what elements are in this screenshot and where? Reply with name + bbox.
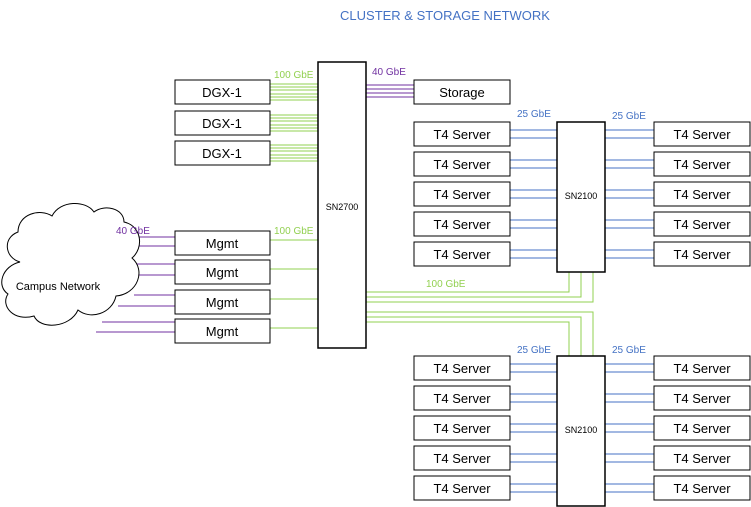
- t4-server: T4 Server: [653, 415, 751, 441]
- leaf-switch-bottom: SN2100: [556, 355, 606, 507]
- cloud-label: Campus Network: [16, 281, 101, 293]
- t4-server: T4 Server: [653, 241, 751, 267]
- speed-storage-label: 40 GbE: [372, 67, 406, 78]
- t4-server: T4 Server: [413, 121, 511, 147]
- campus-network-cloud: Campus Network: [1, 203, 140, 326]
- t4-server: T4 Server: [653, 181, 751, 207]
- diagram-title: CLUSTER & STORAGE NETWORK: [340, 8, 550, 23]
- mgmt-node: Mgmt: [174, 318, 271, 344]
- t4-server-label: T4 Server: [433, 247, 491, 262]
- t4-server: T4 Server: [653, 151, 751, 177]
- t4-server: T4 Server: [653, 475, 751, 501]
- speed-bottom-right-label: 25 GbE: [612, 345, 646, 356]
- mgmt-label: Mgmt: [206, 236, 239, 251]
- t4-server-label: T4 Server: [433, 187, 491, 202]
- core-switch: SN2700: [317, 61, 367, 349]
- dgx-node: DGX-1: [174, 79, 271, 105]
- t4-server-label: T4 Server: [433, 361, 491, 376]
- leaf-switch-top-label: SN2100: [565, 191, 598, 201]
- mgmt-node: Mgmt: [174, 289, 271, 315]
- t4-server: T4 Server: [413, 415, 511, 441]
- t4-server-label: T4 Server: [673, 127, 731, 142]
- mgmt-label: Mgmt: [206, 324, 239, 339]
- t4-server: T4 Server: [413, 211, 511, 237]
- mgmt-node: Mgmt: [174, 230, 271, 256]
- t4-server: T4 Server: [653, 385, 751, 411]
- t4-server-label: T4 Server: [433, 391, 491, 406]
- speed-mgmt-core-label: 100 GbE: [274, 226, 314, 237]
- uplink-link: [366, 316, 582, 356]
- t4-servers: T4 Server T4 Server T4 Server T4 Server T4 S…: [413, 121, 751, 501]
- dgx-node: DGX-1: [174, 140, 271, 166]
- t4-server-label: T4 Server: [673, 421, 731, 436]
- uplink-link: [366, 272, 582, 298]
- t4-server-label: T4 Server: [673, 157, 731, 172]
- uplink-link: [366, 311, 594, 356]
- t4-server-label: T4 Server: [433, 127, 491, 142]
- links: [96, 83, 654, 493]
- t4-server: T4 Server: [653, 355, 751, 381]
- t4-server: T4 Server: [413, 355, 511, 381]
- t4-server: T4 Server: [413, 241, 511, 267]
- mgmt-node: Mgmt: [174, 259, 271, 285]
- speed-uplink-label: 100 GbE: [426, 279, 466, 290]
- t4-server-label: T4 Server: [673, 187, 731, 202]
- uplink-link: [366, 272, 594, 303]
- t4-server: T4 Server: [653, 211, 751, 237]
- speed-mgmt-campus-label: 40 GbE: [116, 226, 150, 237]
- t4-server-label: T4 Server: [433, 157, 491, 172]
- t4-server-label: T4 Server: [673, 361, 731, 376]
- leaf-switch-top: SN2100: [556, 121, 606, 273]
- leaf-switch-bottom-label: SN2100: [565, 425, 598, 435]
- t4-server-label: T4 Server: [433, 217, 491, 232]
- t4-server: T4 Server: [413, 475, 511, 501]
- t4-server-label: T4 Server: [433, 421, 491, 436]
- dgx-label: DGX-1: [202, 116, 242, 131]
- t4-server-label: T4 Server: [673, 451, 731, 466]
- mgmt-label: Mgmt: [206, 295, 239, 310]
- uplink-link: [366, 272, 570, 293]
- t4-server: T4 Server: [653, 445, 751, 471]
- t4-server-label: T4 Server: [673, 391, 731, 406]
- t4-server-label: T4 Server: [433, 481, 491, 496]
- speed-bottom-left-label: 25 GbE: [517, 345, 551, 356]
- speed-top-left-label: 25 GbE: [517, 109, 551, 120]
- dgx-node: DGX-1: [174, 110, 271, 136]
- t4-server: T4 Server: [413, 445, 511, 471]
- t4-server: T4 Server: [413, 151, 511, 177]
- t4-server-label: T4 Server: [433, 451, 491, 466]
- t4-server-label: T4 Server: [673, 247, 731, 262]
- mgmt-label: Mgmt: [206, 265, 239, 280]
- t4-server: T4 Server: [413, 181, 511, 207]
- core-switch-label: SN2700: [326, 202, 359, 212]
- speed-top-right-label: 25 GbE: [612, 111, 646, 122]
- storage-node: Storage: [413, 79, 511, 105]
- t4-server: T4 Server: [413, 385, 511, 411]
- storage-label: Storage: [439, 85, 485, 100]
- t4-server: T4 Server: [653, 121, 751, 147]
- dgx-label: DGX-1: [202, 85, 242, 100]
- uplink-link: [366, 321, 570, 356]
- t4-server-label: T4 Server: [673, 217, 731, 232]
- dgx-label: DGX-1: [202, 146, 242, 161]
- t4-server-label: T4 Server: [673, 481, 731, 496]
- speed-dgx-label: 100 GbE: [274, 70, 314, 81]
